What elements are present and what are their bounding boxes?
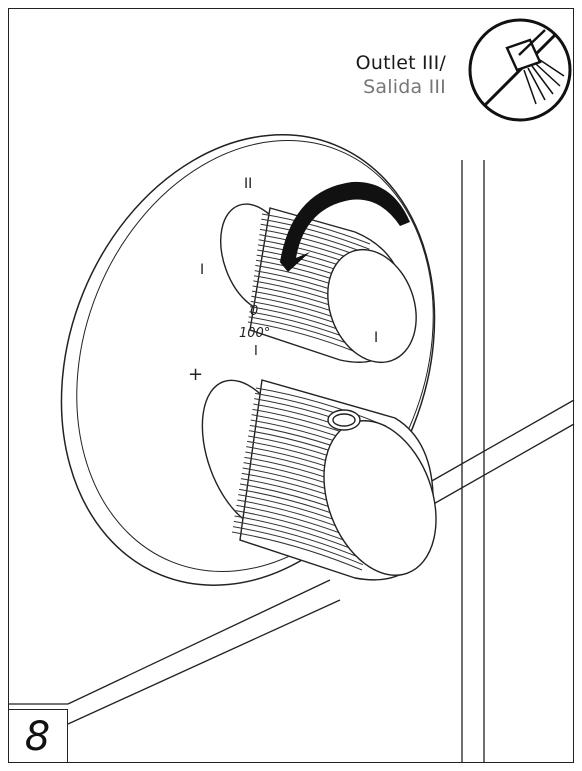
knob-rib (255, 387, 387, 427)
dial-mark-position-top: II (244, 176, 253, 192)
step-number: 8 (24, 713, 51, 760)
shower-outlet-prohibited-icon (468, 18, 572, 122)
dial-mark-lower-tick: I (254, 344, 258, 359)
knob-rib (261, 213, 371, 245)
illustration-frame (8, 8, 574, 763)
dial-mark-hundred: 100° (239, 326, 271, 341)
knob-rib (247, 321, 357, 353)
outlet-label-english: Outlet III/ (355, 52, 446, 74)
dial-mark-position-left: I (200, 262, 205, 278)
knob-rib (232, 526, 364, 566)
outlet-label: Outlet III/ Salida III (356, 52, 446, 100)
outlet-label-spanish: Salida III (363, 75, 446, 98)
step-number-box: 8 (8, 709, 68, 763)
knob-rib (233, 520, 364, 560)
dial-mark-plus: + (188, 364, 204, 385)
rotate-arrow-icon (270, 181, 410, 272)
knob-rib (231, 531, 363, 571)
dial-mark-position-right: I (374, 330, 379, 346)
wall-tile-lines (8, 160, 575, 763)
dial-mark-zero: 0 (250, 304, 259, 319)
knob-rib (261, 218, 370, 250)
lower-knob (201, 379, 437, 581)
